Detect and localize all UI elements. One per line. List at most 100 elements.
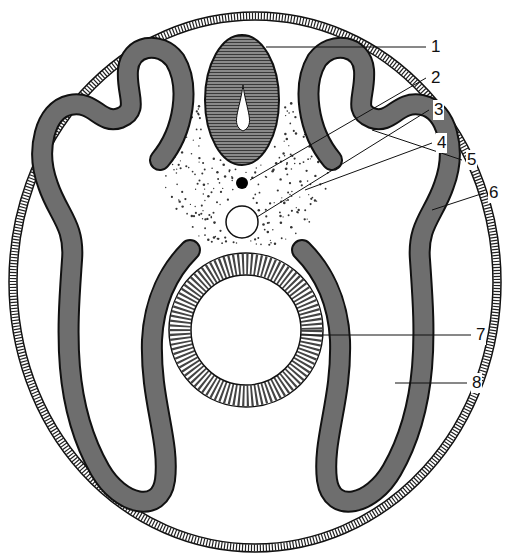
- mesenchyme-dot: [288, 214, 290, 216]
- mesenchyme-dot: [264, 229, 266, 231]
- mesenchyme-dot: [198, 145, 199, 146]
- mesenchyme-dot: [202, 162, 204, 164]
- mesenchyme-dot: [298, 209, 300, 211]
- mesenchyme-dot: [267, 231, 270, 234]
- mesenchyme-dot: [304, 209, 306, 211]
- mesenchyme-dot: [198, 105, 200, 107]
- mesenchyme-dot: [258, 209, 260, 211]
- mesenchyme-dot: [299, 197, 300, 198]
- mesenchyme-dot: [203, 184, 206, 187]
- mesenchyme-dot: [194, 174, 196, 176]
- mesenchyme-dot: [288, 145, 289, 146]
- mesenchyme-dot: [202, 218, 203, 219]
- mesenchyme-dot: [210, 191, 212, 193]
- mesenchyme-dot: [287, 199, 289, 201]
- mesenchyme-dot: [188, 167, 190, 169]
- mesenchyme-dot: [245, 172, 246, 173]
- mesenchyme-dot: [217, 238, 219, 240]
- callout-number: 2: [430, 68, 441, 88]
- mesenchyme-dot: [199, 137, 201, 139]
- mesenchyme-dot: [282, 152, 284, 154]
- mesenchyme-dot: [204, 218, 206, 220]
- mesenchyme-dot: [185, 165, 187, 167]
- mesenchyme-dot: [289, 182, 291, 184]
- mesenchyme-dot: [267, 222, 269, 224]
- mesenchyme-dot: [262, 223, 265, 226]
- mesenchyme-dot: [197, 183, 199, 185]
- mesenchyme-dot: [191, 153, 193, 155]
- mesenchyme-dot: [314, 199, 316, 201]
- mesenchyme-dot: [197, 112, 199, 114]
- mesenchyme-dot: [204, 234, 206, 236]
- mesenchyme-dot: [207, 238, 210, 241]
- mesenchyme-dot: [308, 194, 309, 195]
- mesenchyme-dot: [277, 189, 279, 191]
- mesenchyme-dot: [286, 200, 287, 201]
- mesenchyme-dot: [307, 218, 308, 219]
- callout-number: 6: [488, 183, 499, 203]
- mesenchyme-dot: [198, 179, 200, 181]
- mesenchyme-dot: [178, 199, 179, 200]
- mesenchyme-dot: [219, 230, 221, 232]
- mesenchyme-dot: [286, 173, 288, 175]
- mesenchyme-dot: [308, 221, 310, 223]
- mesenchyme-dot: [178, 164, 180, 166]
- mesenchyme-dot: [294, 158, 296, 160]
- mesenchyme-dot: [272, 229, 274, 231]
- mesenchyme-dot: [202, 210, 203, 211]
- mesenchyme-dot: [291, 210, 293, 212]
- mesenchyme-dot: [257, 237, 259, 239]
- mesenchyme-dot: [216, 171, 218, 173]
- ectoderm-hatch: [13, 16, 497, 548]
- mesenchyme-dot: [279, 211, 281, 213]
- mesenchyme-dot: [284, 133, 287, 136]
- mesenchyme-dot: [217, 238, 219, 240]
- neural-canal: [236, 85, 249, 131]
- notochord: [236, 177, 248, 189]
- mesenchyme-dot: [304, 218, 306, 220]
- mesenchyme-dot: [227, 199, 229, 201]
- mesenchyme-dot: [195, 212, 197, 214]
- mesenchyme-dot: [289, 194, 290, 195]
- mesenchyme-dot: [179, 201, 181, 203]
- mesenchyme-dot: [207, 183, 208, 184]
- mesenchyme-dot: [281, 237, 283, 239]
- mesenchyme-dot: [289, 123, 291, 125]
- mesenchyme-dot: [295, 132, 297, 134]
- mesenchyme-dot: [270, 240, 271, 241]
- mesenchyme-dot: [297, 212, 299, 214]
- mesenchyme-dot: [196, 129, 198, 131]
- mesenchyme-dot: [229, 169, 231, 171]
- leader-lines: [250, 47, 484, 383]
- ectoderm-inner: [17, 20, 493, 544]
- mesenchyme-dot: [299, 163, 301, 165]
- mesenchyme-dot: [314, 175, 316, 177]
- mesenchyme-dot: [286, 138, 288, 140]
- mesenchyme-dot: [254, 238, 256, 240]
- mesenchyme-dot: [213, 236, 216, 239]
- mesenchyme-dot: [254, 194, 256, 196]
- mesenchyme-dot: [211, 167, 213, 169]
- mesenchyme-dot: [175, 208, 177, 210]
- mesenchyme-dot: [184, 198, 186, 200]
- mesenchyme-dot: [290, 102, 293, 105]
- mesenchyme-dot: [201, 173, 203, 175]
- mesenchyme-dot: [213, 158, 215, 160]
- mesenchyme-dot: [171, 196, 173, 198]
- mesenchyme-dot: [199, 117, 201, 119]
- mesenchyme-dot: [192, 226, 194, 228]
- mesenchyme-dot: [207, 195, 209, 197]
- mesenchyme-dot: [299, 180, 302, 183]
- aorta-circle: [226, 206, 258, 238]
- mesenchyme-dot: [208, 214, 210, 216]
- mesenchyme-dot: [198, 235, 199, 236]
- mesenchyme-dot: [271, 170, 273, 172]
- mesenchyme-dot: [280, 221, 283, 224]
- mesenchyme-dot: [200, 129, 202, 131]
- mesenchyme-dot: [231, 180, 232, 181]
- mesenchyme-dot: [254, 171, 256, 173]
- mesenchyme-dot: [265, 215, 267, 217]
- mesenchyme-dot: [270, 242, 272, 244]
- mesenchyme-dot: [285, 115, 286, 116]
